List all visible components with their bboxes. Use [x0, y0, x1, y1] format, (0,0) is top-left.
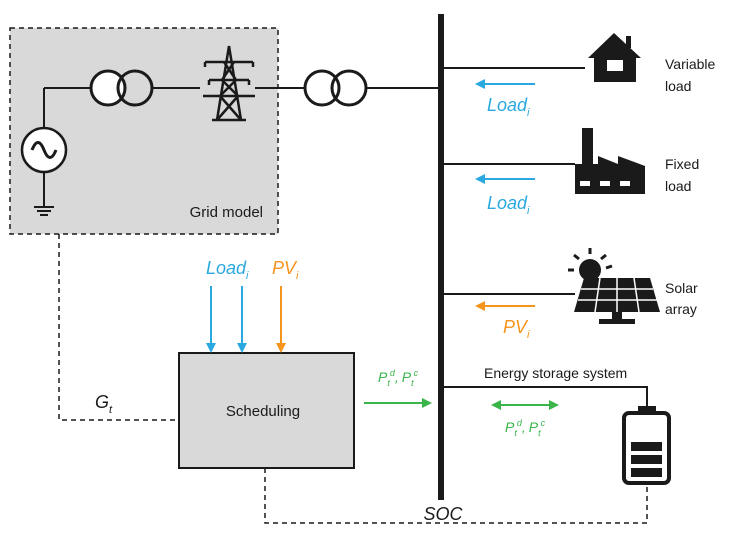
- battery-icon: [622, 406, 671, 485]
- scheduling-box: Scheduling: [178, 352, 355, 469]
- dispatch-power-label: Ptd,Ptc: [378, 368, 419, 388]
- fixed-load-label-line1: Fixed: [665, 156, 699, 172]
- solar-panel-icon: [568, 248, 660, 324]
- ac-source-icon: [20, 87, 92, 207]
- grid-model-label: Grid model: [190, 204, 263, 221]
- soc-label: SOC: [423, 504, 463, 524]
- storage-label: Energy storage system: [484, 365, 627, 381]
- ground-icon: [34, 206, 54, 216]
- house-icon: [588, 33, 641, 82]
- transmission-tower-icon: [203, 45, 255, 122]
- storage-power-label: Ptd,Ptc: [505, 418, 546, 438]
- variable-load-label-line2: load: [665, 78, 691, 94]
- pv-flow-label: PVi: [503, 317, 530, 341]
- solar-label-line1: Solar: [665, 280, 698, 296]
- transformer-icon: [303, 69, 368, 107]
- grid-signal-label: Gt: [95, 392, 113, 416]
- input-load-label: Loadi: [206, 258, 249, 282]
- variable-load-flow-label: Loadi: [487, 95, 530, 119]
- factory-icon: [575, 128, 645, 194]
- grid-signal-link: [58, 234, 179, 421]
- solar-label-line2: array: [665, 301, 697, 317]
- scheduling-label: Scheduling: [226, 403, 300, 420]
- fixed-load-flow-label: Loadi: [487, 193, 530, 217]
- storage-feedback-link: [264, 468, 648, 524]
- fixed-load-label-line2: load: [665, 178, 691, 194]
- input-pv-label: PVi: [272, 258, 299, 282]
- variable-load-label-line1: Variable: [665, 56, 716, 72]
